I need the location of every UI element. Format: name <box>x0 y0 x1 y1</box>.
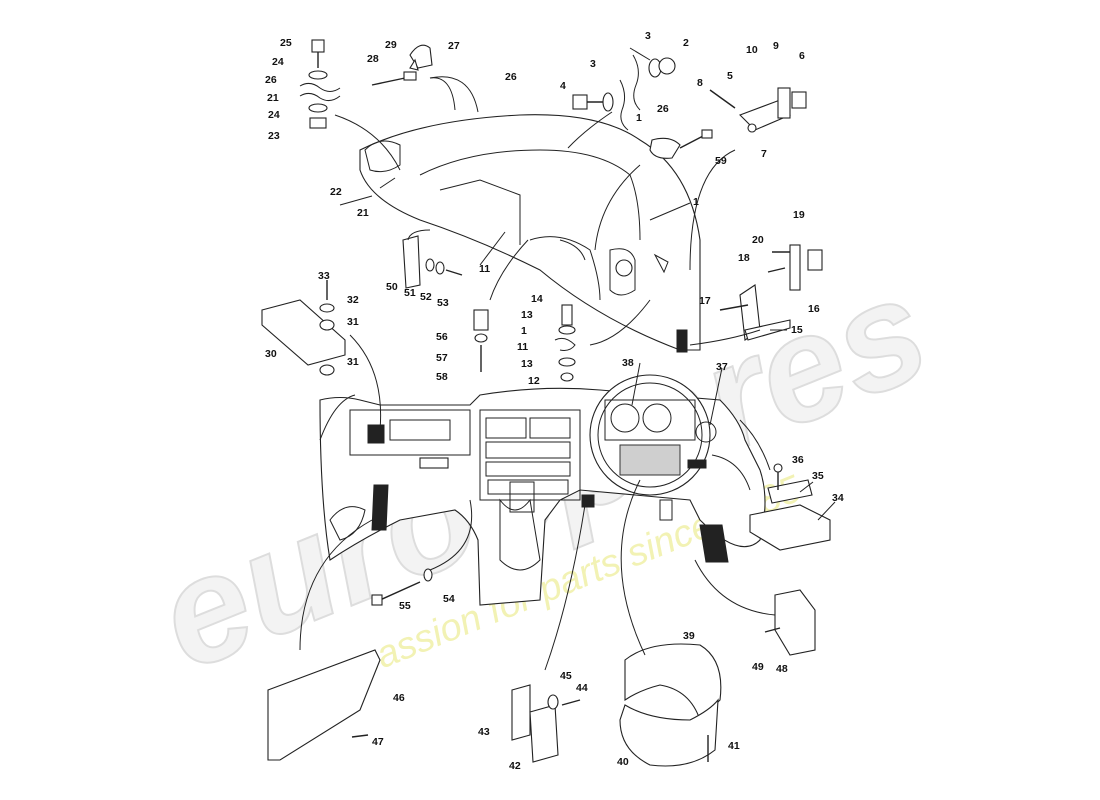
callout-22: 22 <box>330 186 342 198</box>
callout-16: 16 <box>808 303 820 315</box>
callout-53: 53 <box>437 297 449 309</box>
callout-6: 6 <box>799 50 805 62</box>
callout-18: 18 <box>738 252 750 264</box>
dashboard-top-assembly <box>359 114 701 353</box>
small-parts-group-34-36 <box>749 463 831 551</box>
callout-10: 10 <box>746 44 758 56</box>
callout-58: 58 <box>436 371 448 383</box>
callout-14: 14 <box>531 293 543 305</box>
callout-4: 4 <box>560 80 566 92</box>
callout-33: 33 <box>318 270 330 282</box>
callout-26-top: 26 <box>505 71 517 83</box>
callout-2: 2 <box>683 37 689 49</box>
small-parts-group-center <box>473 304 576 382</box>
callout-21-left: 21 <box>267 92 279 104</box>
callout-8: 8 <box>697 77 703 89</box>
small-parts-group-top-left <box>299 39 433 129</box>
callout-23: 23 <box>268 130 280 142</box>
callout-11-upper: 11 <box>479 263 490 275</box>
callout-30: 30 <box>265 348 277 360</box>
callout-12: 12 <box>528 375 540 387</box>
callout-9: 9 <box>773 40 779 52</box>
callout-25: 25 <box>280 37 292 49</box>
small-parts-group-top-right <box>709 87 807 133</box>
callout-11-center: 11 <box>517 341 528 353</box>
dashboard-fascia-assembly <box>319 374 771 606</box>
callout-1-center: 1 <box>521 325 527 337</box>
callout-24-lower: 24 <box>268 109 280 121</box>
callout-41: 41 <box>728 740 740 752</box>
assembly-arrows <box>299 76 776 671</box>
callout-26-right: 26 <box>657 103 669 115</box>
callout-42: 42 <box>509 760 521 772</box>
callout-34: 34 <box>832 492 844 504</box>
callout-50: 50 <box>386 281 398 293</box>
callout-labels: 25 24 26 21 24 23 28 29 27 26 4 3 1 3 2 … <box>265 30 844 772</box>
callout-27: 27 <box>448 40 460 52</box>
callout-1-right: 1 <box>693 196 699 208</box>
small-parts-group-30-33 <box>261 280 346 376</box>
callout-31-upper: 31 <box>347 316 359 328</box>
callout-19: 19 <box>793 209 805 221</box>
callout-39: 39 <box>683 630 695 642</box>
callout-52: 52 <box>420 291 432 303</box>
callout-56: 56 <box>436 331 448 343</box>
callout-7: 7 <box>761 148 767 160</box>
callout-20: 20 <box>752 234 764 246</box>
callout-36: 36 <box>792 454 804 466</box>
callout-1-top: 1 <box>636 112 642 124</box>
callout-35: 35 <box>812 470 824 482</box>
callout-24-upper: 24 <box>272 56 284 68</box>
callout-5: 5 <box>727 70 733 82</box>
callout-17: 17 <box>699 295 711 307</box>
small-parts-group-46-47 <box>267 649 381 761</box>
callout-43: 43 <box>478 726 490 738</box>
callout-13-lower: 13 <box>521 358 533 370</box>
small-parts-group-48-49 <box>764 589 816 656</box>
callout-26-left: 26 <box>265 74 277 86</box>
callout-49: 49 <box>752 661 764 673</box>
callout-13-upper: 13 <box>521 309 533 321</box>
small-parts-group-54-55 <box>371 568 433 606</box>
callout-51: 51 <box>404 287 416 299</box>
small-parts-group-top-middle <box>572 54 713 159</box>
callout-46: 46 <box>393 692 405 704</box>
callout-48: 48 <box>776 663 788 675</box>
callout-3-right: 3 <box>645 30 651 42</box>
callout-54: 54 <box>443 593 455 605</box>
small-parts-group-42-45 <box>511 684 581 763</box>
steering-column-shroud <box>619 643 722 767</box>
callout-37: 37 <box>716 361 728 373</box>
callout-45: 45 <box>560 670 572 682</box>
callout-44: 44 <box>576 682 588 694</box>
small-parts-group-50-53 <box>402 235 463 289</box>
callout-40: 40 <box>617 756 629 768</box>
callout-15: 15 <box>791 324 803 336</box>
callout-57: 57 <box>436 352 448 364</box>
small-parts-group-right <box>719 244 823 341</box>
callout-3-left: 3 <box>590 58 596 70</box>
callout-29: 29 <box>385 39 397 51</box>
callout-21: 21 <box>357 207 369 219</box>
callout-31-lower: 31 <box>347 356 359 368</box>
callout-28: 28 <box>367 53 379 65</box>
leader-lines <box>339 47 836 521</box>
callout-55: 55 <box>399 600 411 612</box>
callout-59: 59 <box>715 155 727 167</box>
callout-38: 38 <box>622 357 634 369</box>
callout-47: 47 <box>372 736 384 748</box>
callout-32: 32 <box>347 294 359 306</box>
